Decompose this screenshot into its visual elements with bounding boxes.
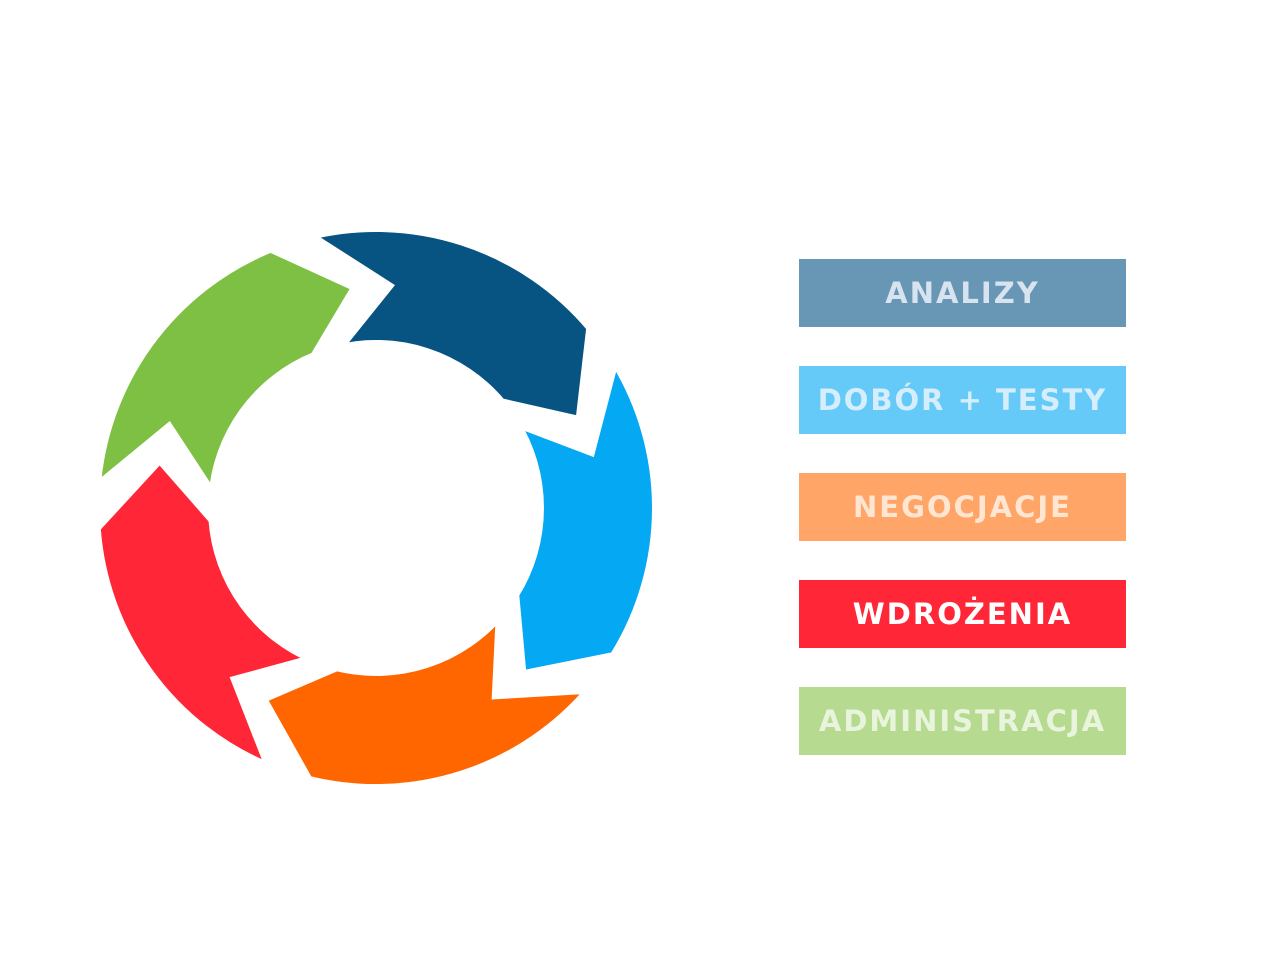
arrow-administracja	[89, 242, 364, 512]
arrow-wdrozenia	[90, 450, 331, 778]
legend-item-analizy: ANALIZY	[799, 259, 1126, 327]
legend-item-administracja: ADMINISTRACJA	[799, 687, 1126, 755]
legend-item-dobor-testy: DOBÓR + TESTY	[799, 366, 1126, 434]
arrow-dobor-testy	[502, 346, 662, 682]
legend-item-wdrozenia: WDROŻENIA	[799, 580, 1126, 648]
legend-label: DOBÓR + TESTY	[817, 383, 1108, 417]
legend-label: NEGOCJACJE	[853, 490, 1072, 524]
legend-label: ADMINISTRACJA	[818, 704, 1107, 738]
legend-label: WDROŻENIA	[852, 597, 1073, 631]
arrow-analizy	[295, 221, 597, 428]
cycle-arrows	[89, 221, 662, 795]
legend-label: ANALIZY	[885, 276, 1040, 310]
arrow-negocjacje	[254, 598, 603, 795]
cycle-diagram	[89, 221, 662, 795]
legend-item-negocjacje: NEGOCJACJE	[799, 473, 1126, 541]
